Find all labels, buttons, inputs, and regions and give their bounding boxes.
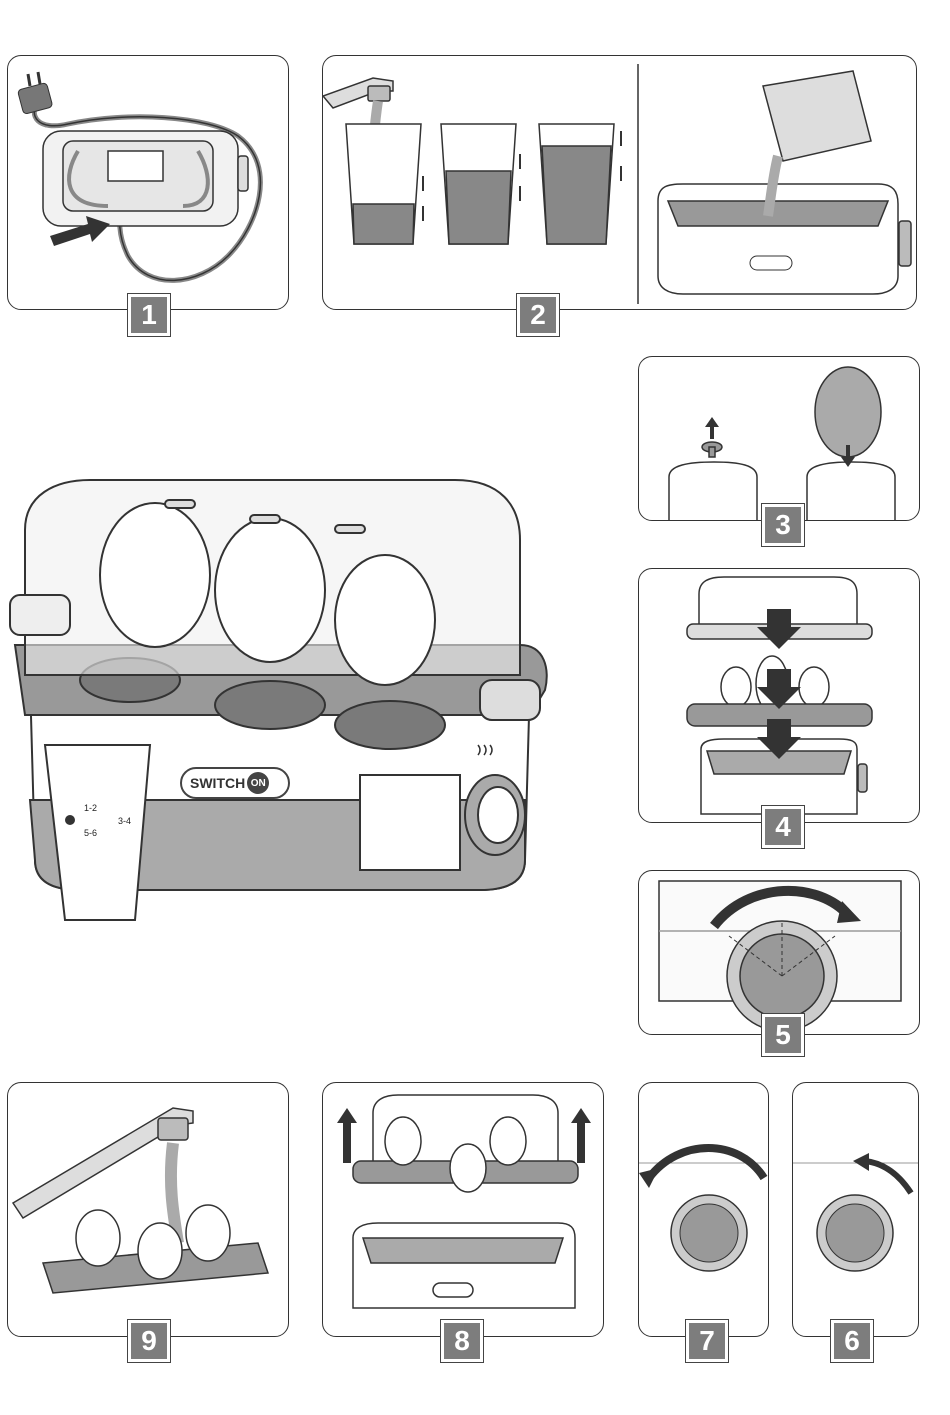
brand-mark-small — [750, 256, 792, 270]
egg-icon — [335, 555, 435, 685]
measuring-cup-icon — [45, 745, 150, 920]
panel-step-3 — [638, 356, 920, 521]
fill-water-illustration — [323, 56, 917, 310]
assembly-illustration — [639, 569, 920, 823]
egg-icon — [815, 367, 881, 457]
egg-icon — [450, 1144, 486, 1192]
egg-icon — [138, 1223, 182, 1279]
step-number-9: 9 — [128, 1320, 170, 1362]
lift-tray-illustration — [323, 1083, 604, 1337]
arrow-icon — [337, 1108, 357, 1163]
egg-icon — [385, 1117, 421, 1165]
cord-illustration — [8, 56, 289, 310]
brand-logo: SWITCH ON — [180, 767, 290, 799]
cup-mark-3-4: 3-4 — [118, 816, 131, 826]
egg-icon — [186, 1205, 230, 1261]
panel-step-1 — [7, 55, 289, 310]
power-plug-icon — [17, 72, 52, 114]
arrow-icon — [705, 417, 719, 439]
step-number-2: 2 — [517, 294, 559, 336]
egg-icon — [100, 503, 210, 647]
step-number-4: 4 — [762, 806, 804, 848]
egg-icon — [215, 518, 325, 662]
arrow-icon — [571, 1108, 591, 1163]
panel-step-7 — [638, 1082, 769, 1337]
panel-step-9 — [7, 1082, 289, 1337]
arrow-icon — [865, 1161, 911, 1193]
cup-mark-1-2: 1-2 — [84, 803, 97, 813]
panel-step-4 — [638, 568, 920, 823]
egg-icon — [490, 1117, 526, 1165]
egg-cooker-product-illustration: SWITCH ON 1-2 3-4 5-6 — [0, 470, 630, 930]
step-number-7: 7 — [686, 1320, 728, 1362]
step-number-1: 1 — [128, 294, 170, 336]
egg-icon — [721, 667, 751, 707]
cup-mark-5-6: 5-6 — [84, 828, 97, 838]
knob-icon — [478, 787, 518, 843]
step-number-6: 6 — [831, 1320, 873, 1362]
knob-turn-illustration — [639, 871, 920, 1035]
panel-step-8 — [322, 1082, 604, 1337]
panel-step-6 — [792, 1082, 919, 1337]
knob-reset-illustration — [639, 1083, 769, 1337]
egg-icon — [799, 667, 829, 707]
egg-icon — [76, 1210, 120, 1266]
rinse-eggs-illustration — [8, 1083, 289, 1337]
step-number-5: 5 — [762, 1014, 804, 1056]
knob-end-illustration — [793, 1083, 919, 1337]
panel-step-2 — [322, 55, 917, 310]
step-number-3: 3 — [762, 504, 804, 546]
panel-step-5 — [638, 870, 920, 1035]
step-number-8: 8 — [441, 1320, 483, 1362]
pierce-egg-illustration — [639, 357, 920, 521]
